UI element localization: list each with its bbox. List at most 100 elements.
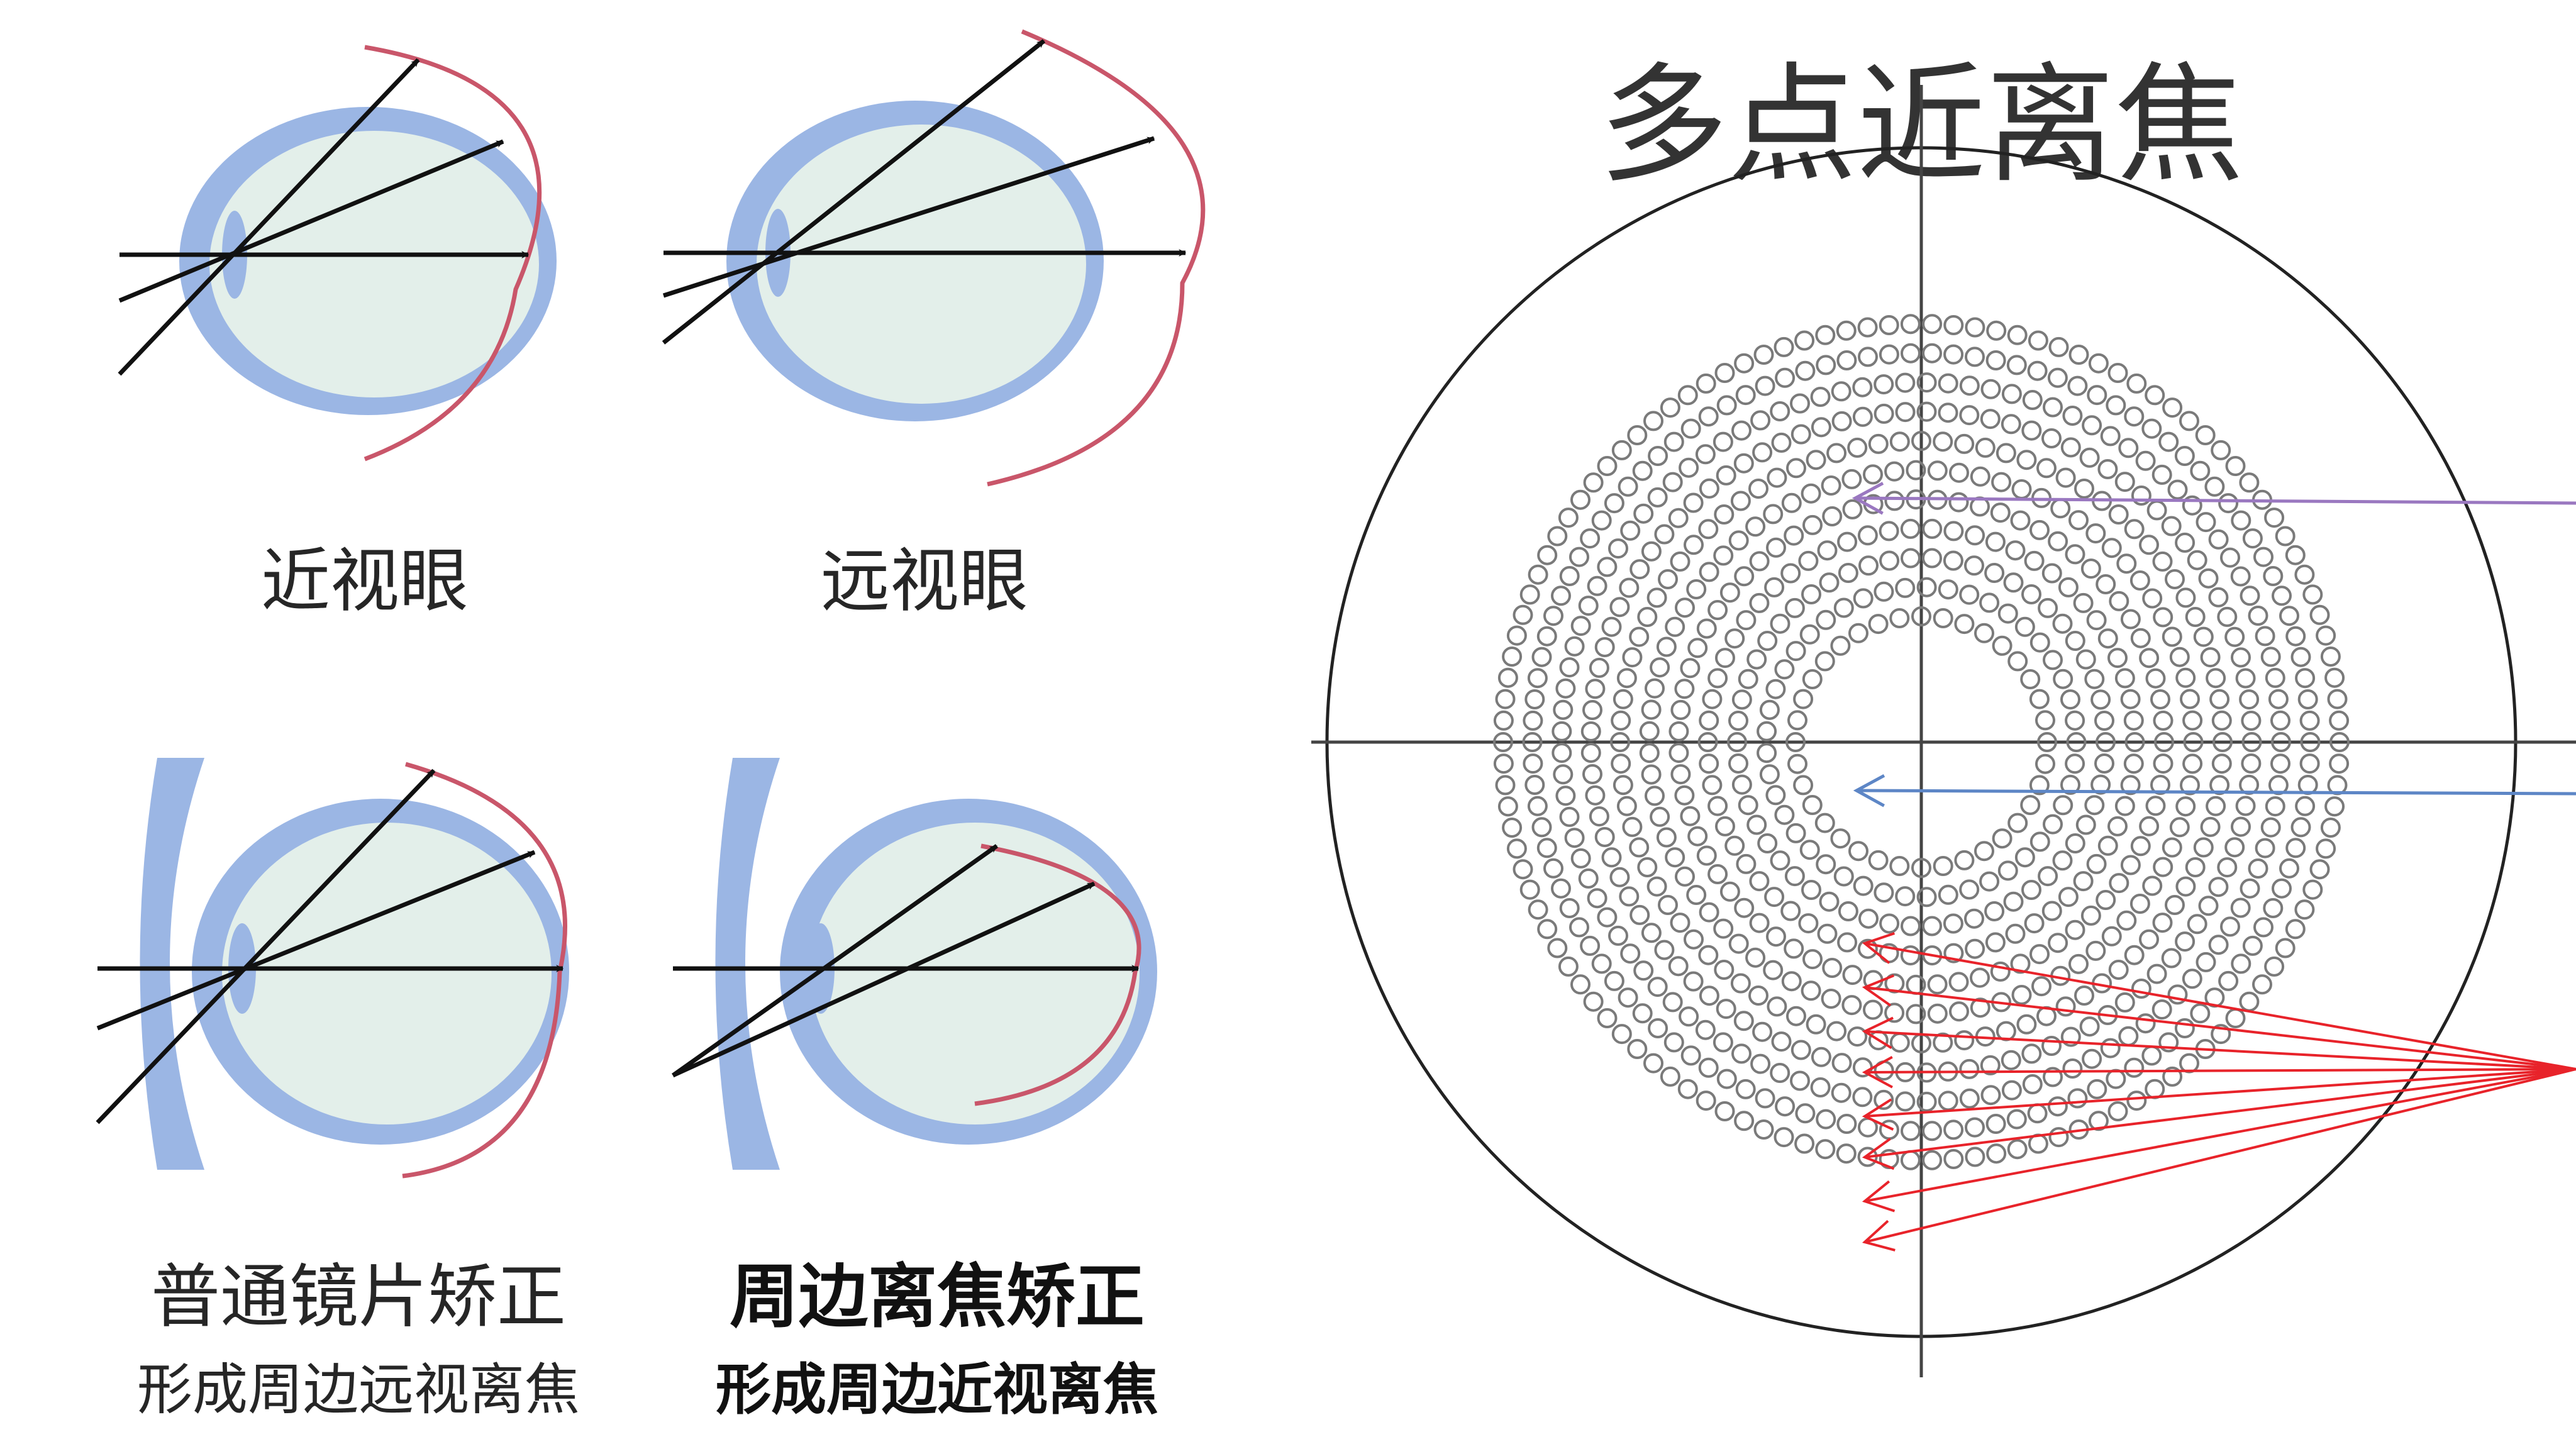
- microlens-dot: [1502, 818, 1523, 838]
- microlens-dot: [2224, 837, 2245, 858]
- microlens-dot: [2029, 632, 2050, 653]
- microlens-dot: [1604, 493, 1624, 514]
- microlens-dot: [1985, 1114, 2006, 1134]
- microlens-dot: [2107, 648, 2128, 669]
- microlens-dot: [2101, 538, 2122, 558]
- microlens-dot: [2067, 375, 2088, 396]
- microlens-dot: [1570, 848, 1591, 869]
- microlens-dot: [1984, 563, 2005, 583]
- microlens-dot: [2080, 905, 2101, 926]
- microlens-dot: [1591, 510, 1612, 531]
- microlens-dot: [1816, 609, 1836, 630]
- light-rays: [662, 39, 1187, 345]
- microlens-dot: [1493, 710, 1514, 731]
- microlens-dot: [2114, 992, 2135, 1013]
- microlens-dot: [2087, 1079, 2107, 1099]
- microlens-dot: [2010, 510, 2031, 531]
- microlens-dot: [1810, 387, 1831, 407]
- microlens-dot: [2120, 775, 2141, 796]
- microlens-dot: [1964, 555, 1984, 576]
- microlens-dot: [1662, 472, 1683, 492]
- microlens-dot: [1522, 732, 1543, 752]
- microlens-dot: [2154, 732, 2174, 752]
- microlens-dot: [1611, 440, 1632, 460]
- microlens-dot: [2162, 626, 2182, 647]
- microlens-dot: [1528, 899, 1548, 920]
- microlens-dot: [1836, 320, 1857, 341]
- microlens-dot: [1647, 977, 1668, 997]
- blue-pointer-arrow: [1853, 774, 2576, 808]
- red-pointer-arrow: [1862, 1056, 2576, 1089]
- microlens-dot: [1757, 833, 1778, 853]
- microlens-dot: [1648, 1018, 1668, 1038]
- microlens-dot: [1785, 732, 1806, 752]
- microlens-dot: [2240, 586, 2260, 606]
- microlens-dot: [2130, 628, 2151, 648]
- microlens-dot: [2088, 1111, 2109, 1131]
- microlens-dot: [2075, 649, 2096, 670]
- microlens-dot: [2193, 626, 2214, 647]
- microlens-dot: [1853, 588, 1874, 609]
- microlens-dot: [2161, 948, 2182, 969]
- microlens-dot: [2158, 431, 2179, 452]
- microlens-dot: [1895, 1091, 1916, 1112]
- microlens-dot: [2135, 1013, 2156, 1034]
- microlens-dot: [2058, 577, 2079, 597]
- microlens-dot: [1656, 827, 1677, 848]
- microlens-dot: [1620, 943, 1641, 964]
- microlens-dot: [1799, 624, 1820, 645]
- microlens-dot: [2062, 406, 2083, 426]
- microlens-dot: [1948, 972, 1969, 992]
- microlens-dot: [1901, 548, 1921, 569]
- microlens-dot: [1713, 431, 1733, 452]
- microlens-dot: [2003, 891, 2024, 912]
- microlens-dot: [1841, 995, 1862, 1016]
- microlens-dot: [1763, 960, 1784, 980]
- microlens-dot: [1753, 345, 1774, 365]
- microlens-dot: [2208, 529, 2229, 550]
- microlens-dot: [1801, 483, 1821, 504]
- microlens-dot: [1833, 866, 1854, 887]
- microlens-dot: [1497, 667, 1518, 688]
- microlens-dot: [2263, 566, 2284, 586]
- microlens-dot: [1990, 961, 2011, 982]
- microlens-dot: [2324, 667, 2345, 688]
- microlens-dot: [1702, 775, 1723, 796]
- microlens-dot: [2055, 996, 2076, 1017]
- microlens-dot: [2175, 796, 2196, 817]
- microlens-dot: [1609, 597, 1630, 618]
- microlens-dot: [2253, 547, 2273, 567]
- microlens-dot: [1836, 1114, 1857, 1134]
- microlens-dot: [1842, 965, 1863, 985]
- microlens-dot: [1868, 433, 1889, 454]
- microlens-dot: [1558, 956, 1579, 977]
- microlens-dot: [1766, 926, 1786, 947]
- microlens-dot: [2116, 553, 2137, 574]
- microlens-dot: [1837, 531, 1858, 552]
- microlens-dot: [2290, 817, 2311, 838]
- microlens-dot: [1954, 433, 1975, 454]
- microlens-dot: [1731, 689, 1752, 710]
- microlens-dot: [1954, 614, 1975, 635]
- microlens-dot: [1794, 330, 1815, 351]
- microlens-dot: [1580, 743, 1601, 763]
- microlens-dot: [2185, 857, 2206, 877]
- microlens-dot: [2048, 1127, 2069, 1148]
- microlens-dot: [1608, 925, 1628, 946]
- microlens-dot: [1611, 753, 1631, 774]
- microlens-dot: [1698, 1057, 1719, 1078]
- microlens-dot: [2036, 458, 2057, 479]
- microlens-dot: [1986, 320, 2007, 341]
- microlens-dot: [1787, 753, 1807, 774]
- microlens-dot: [2224, 626, 2245, 647]
- microlens-dot: [2206, 796, 2226, 816]
- microlens-dot: [1707, 600, 1728, 620]
- microlens-dot: [2152, 551, 2173, 572]
- microlens-dot: [2107, 363, 2128, 383]
- microlens-dot: [1629, 626, 1650, 647]
- microlens-dot: [1731, 420, 1752, 441]
- microlens-dot: [1645, 678, 1665, 699]
- microlens-dot: [2124, 519, 2145, 540]
- microlens-dot: [1874, 403, 1894, 424]
- microlens-dot: [2167, 479, 2188, 500]
